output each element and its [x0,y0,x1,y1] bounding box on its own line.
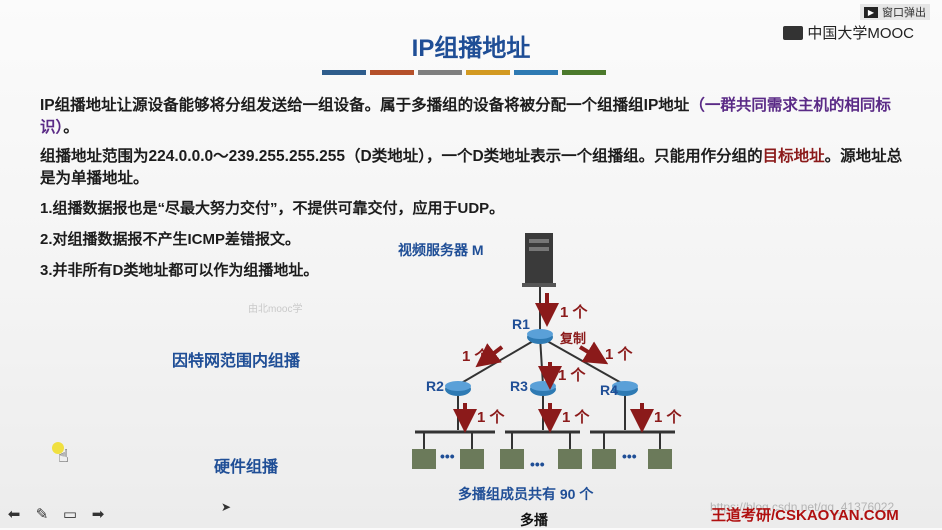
color-segment [514,70,558,75]
hand-cursor-icon: ☝ [58,446,69,466]
host-computers [412,449,672,469]
router-r1-icon [527,329,553,344]
p1-text: IP组播地址让源设备能够将分组发送给一组设备。属于多播组的设备将被分配一个 [40,97,598,114]
pen-icon[interactable]: ✎ [35,506,49,523]
count-label: 1 个 [558,366,587,384]
router-r4-icon [612,381,638,396]
screen-icon[interactable]: ▭ [62,506,78,523]
pointer-highlight [52,442,64,454]
hardware-multicast-label: 硬件组播 [214,459,279,476]
list-item: 2.对组播数据报不产生ICMP差错报文。 [40,231,301,248]
ellipsis: ••• [622,448,637,464]
color-segment [370,70,414,75]
p2-end: 。 [133,170,149,187]
count-label: 1 个 [562,408,591,426]
mooc-logo: 中国大学MOOC [783,22,914,43]
router-r3-icon [530,381,556,396]
faint-watermark: 由北mooc学 [248,304,303,315]
server-icon [522,233,556,287]
forward-arrow-icon[interactable]: ➡ [91,506,105,523]
p2-text: 组播地址范围为224.0.0.0～239.255.255.255（D类地址），一… [40,148,763,165]
router-label: R4 [600,382,618,398]
brand-footer: 王道考研/CSKAOYAN.COM [711,507,899,524]
arrow-cursor-icon: ➤ [221,500,232,514]
multicast-diagram: R1 R2 R3 R4 复制 1 个 1 个 1 个 1 个 1 个 1 个 1… [412,233,683,472]
mooc-logo-icon [783,25,804,40]
ellipsis: ••• [530,456,545,472]
router-label: R2 [426,378,444,394]
count-label: 1 个 [654,408,683,426]
p1-highlight: 组播组IP地址 [597,97,690,114]
back-arrow-icon[interactable]: ⬅ [7,506,21,523]
paragraph-range: 组播地址范围为224.0.0.0～239.255.255.255（D类地址），一… [40,146,910,190]
paragraph-definition: IP组播地址让源设备能够将分组发送给一组设备。属于多播组的设备将被分配一个组播组… [40,95,910,139]
p2-dest: 目标地址 [762,148,825,165]
p1-end: 。 [63,119,79,136]
diagram-caption: 多播 [520,512,548,528]
slide-title: IP组播地址 [411,35,531,62]
count-label: 1 个 [560,303,589,321]
router-r2-icon [445,381,471,396]
p2-unicast: 单播地址 [71,170,134,187]
router-label: R3 [510,378,528,394]
title-color-bar [322,70,606,75]
color-segment [322,70,366,75]
mooc-brand-text: 中国大学MOOC [807,25,914,42]
color-segment [562,70,606,75]
router-label: R1 [512,316,530,332]
url-watermark: https://blog.csdn.net/qq_41376022 [710,500,895,514]
list-item: 1.组播数据报也是“尽最大努力交付”，不提供可靠交付，应用于UDP。 [40,200,505,217]
play-icon: ▶ [864,6,878,18]
color-segment [466,70,510,75]
p2-text2: 。源地址总是为 [40,148,903,187]
copy-label: 复制 [559,331,586,346]
count-label: 1 个 [605,345,634,363]
popout-label: 窗口弹出 [882,7,926,19]
list-item: 3.并非所有D类地址都可以作为组播地址。 [40,262,319,279]
ellipsis: ••• [440,448,455,464]
internet-multicast-label: 因特网范围内组播 [172,353,301,370]
slide-toolbar: ⬅ ✎ ▭ ➡ [6,507,106,523]
members-label: 多播组成员共有 90 个 [458,486,594,502]
popout-button[interactable]: ▶ 窗口弹出 [860,4,930,20]
count-label: 1 个 [477,408,506,426]
p1-note: （一群共同需求主机的相同标识） [40,97,891,136]
count-label: 1 个 [462,347,491,365]
color-segment [418,70,462,75]
server-label: 视频服务器 M [398,242,484,258]
